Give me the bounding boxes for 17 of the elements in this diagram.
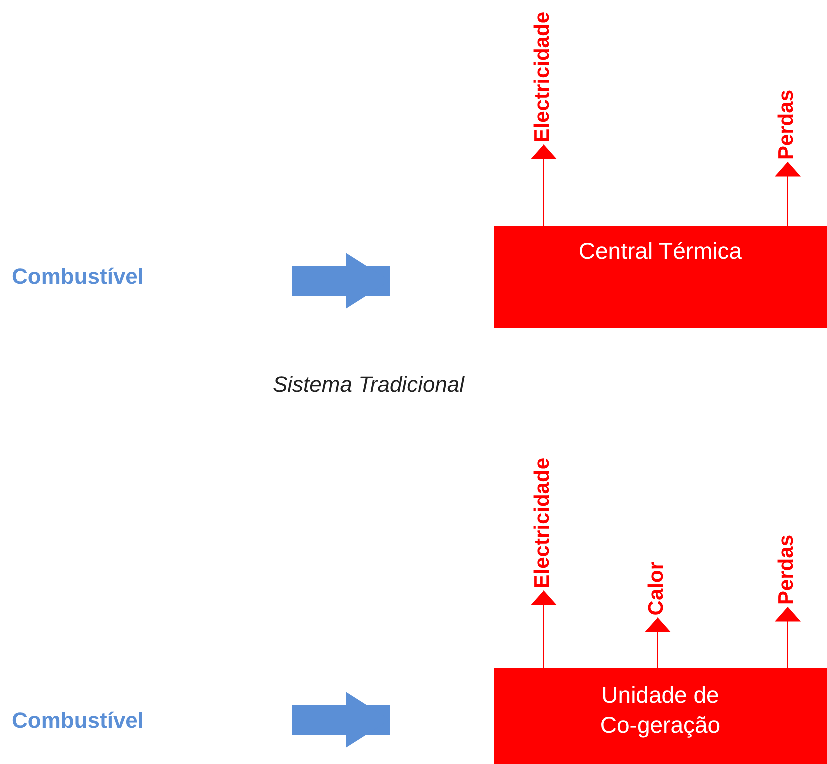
arrow bbox=[531, 144, 557, 226]
output-label: Perdas bbox=[775, 90, 799, 160]
output-label: Calor bbox=[645, 562, 669, 616]
caption-text: Sistema Tradicional bbox=[273, 372, 465, 398]
output-label: Perdas bbox=[775, 535, 799, 606]
arrow bbox=[292, 692, 390, 748]
input-label: Combustível bbox=[12, 264, 144, 290]
input-label: Combustível bbox=[12, 708, 144, 734]
output-label: Electricidade bbox=[531, 12, 555, 143]
arrow bbox=[775, 606, 801, 668]
process-box: Unidade de Co-geração bbox=[494, 668, 827, 764]
arrow bbox=[292, 253, 390, 309]
process-box: Central Térmica bbox=[494, 226, 827, 328]
arrow bbox=[531, 590, 557, 668]
arrow bbox=[775, 162, 801, 226]
arrow bbox=[645, 617, 671, 668]
output-label: Electricidade bbox=[531, 458, 555, 589]
